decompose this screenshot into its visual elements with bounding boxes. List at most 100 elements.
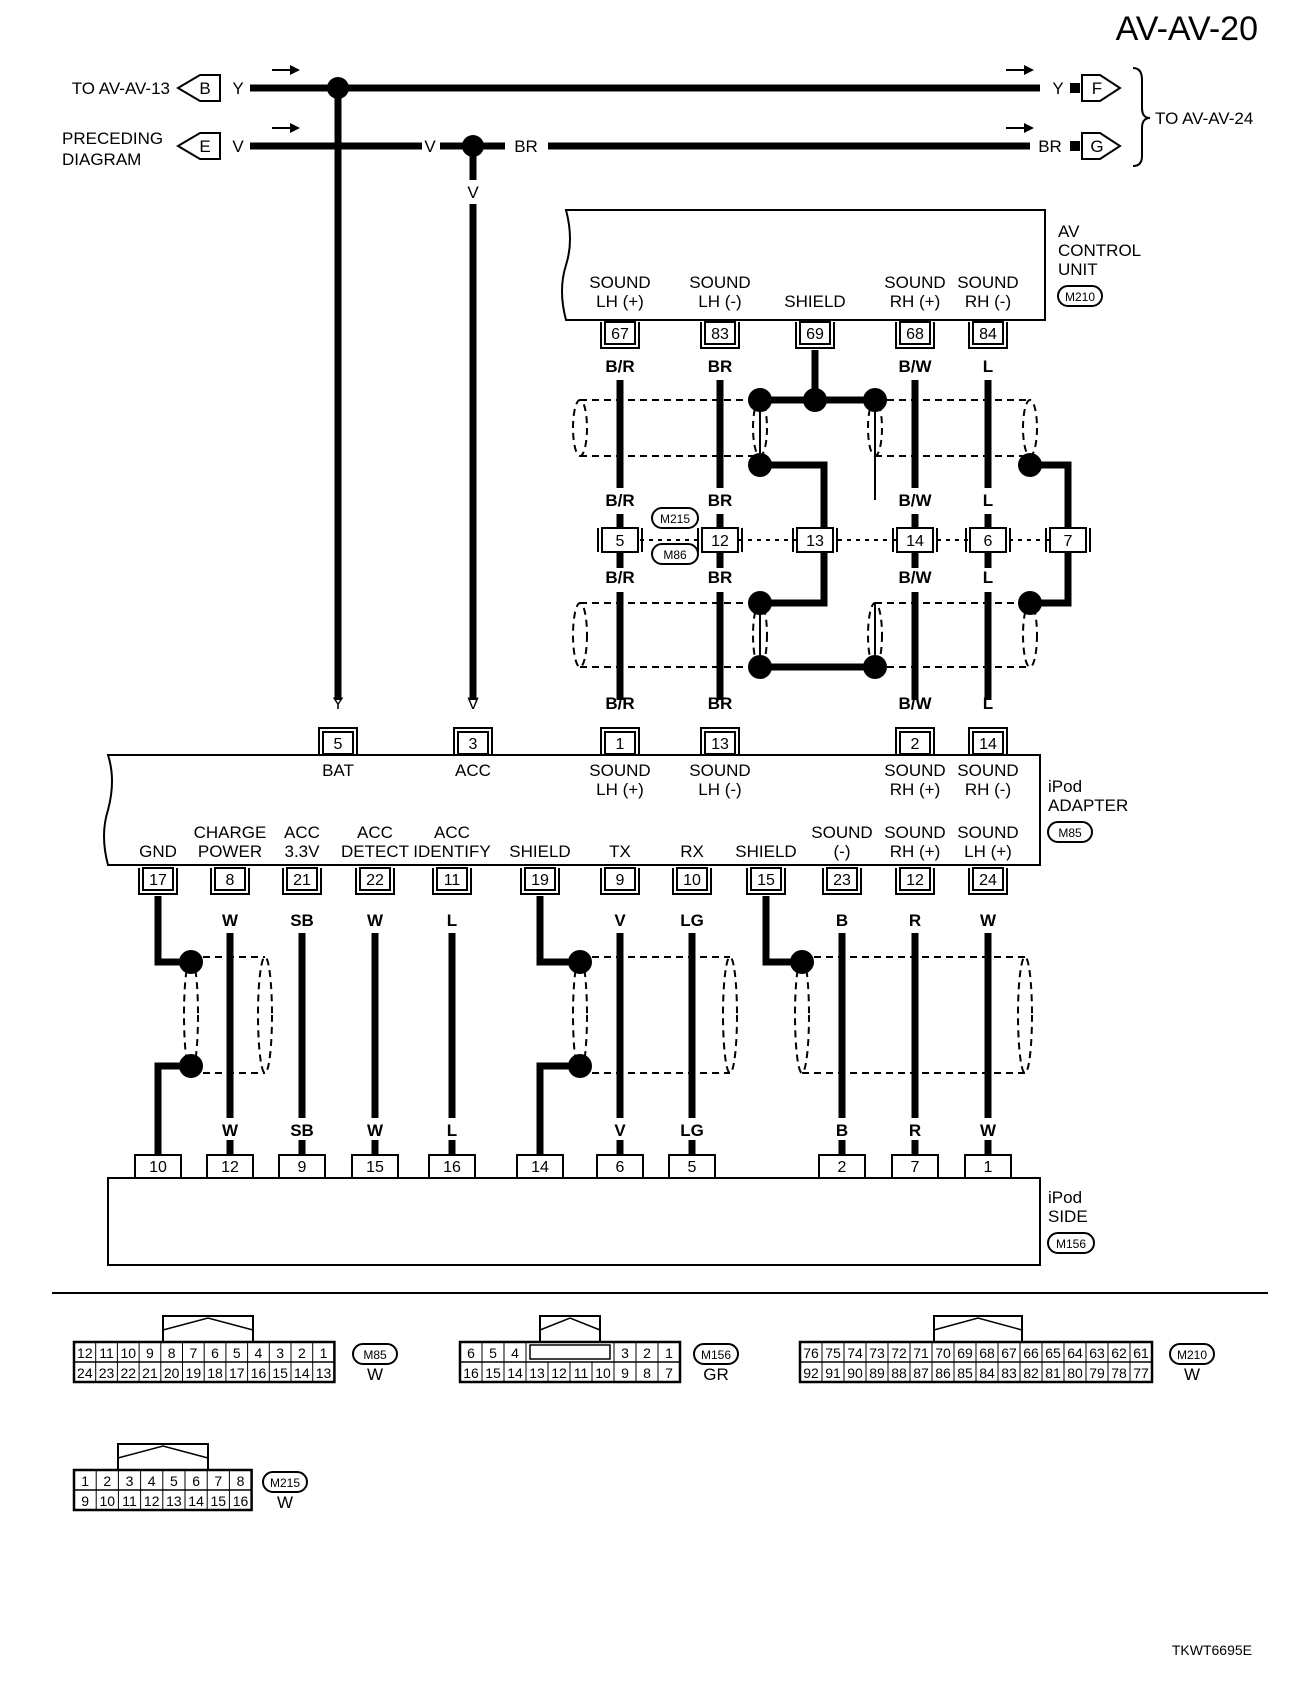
ipod-side-pin-number: 6 — [616, 1159, 625, 1176]
face-tab-mark — [933, 1317, 1023, 1331]
face-cell: 10 — [100, 1493, 116, 1509]
shield-drain-lower — [536, 1062, 580, 1155]
face-cell: 1 — [81, 1473, 89, 1489]
adapter-bottom-pin-box — [899, 867, 931, 891]
av-pin-label-1: SOUND — [884, 273, 945, 292]
adapter-bottom-wire: SB — [290, 911, 314, 930]
adapter-top-label-1: ACC — [455, 761, 491, 780]
shield-drain-wires — [759, 353, 1072, 671]
face-cell: 71 — [913, 1345, 929, 1361]
face-cell: 13 — [316, 1365, 332, 1381]
face-cell: 22 — [120, 1365, 136, 1381]
adapter-bottom-pin-number: 19 — [531, 872, 549, 889]
adapter-bottom-label-2: (-) — [834, 842, 851, 861]
adapter-bottom-pin-bracket — [432, 868, 472, 895]
av-pin-label-1: SOUND — [689, 273, 750, 292]
face-cell: 65 — [1045, 1345, 1061, 1361]
face-cell: 66 — [1023, 1345, 1039, 1361]
adapter-top-pin-bracket — [968, 727, 1008, 754]
adapter-top-wire: B/R — [605, 694, 634, 713]
adapter-top-label-1: SOUND — [689, 761, 750, 780]
footer-code: TKWT6695E — [1172, 1642, 1252, 1658]
adapter-bottom-pin-box — [524, 867, 556, 891]
face-key — [529, 1344, 611, 1360]
adapter-top-pin-box — [322, 731, 354, 755]
face-cell: 20 — [164, 1365, 180, 1381]
face-cell: 79 — [1089, 1365, 1105, 1381]
junction-pin-number: 14 — [906, 533, 924, 550]
adapter-bottom-label-2: LH (+) — [964, 842, 1012, 861]
ipod-adapter-name-2: ADAPTER — [1048, 796, 1128, 815]
face-cell: 1 — [320, 1345, 328, 1361]
face-cell: 14 — [507, 1365, 523, 1381]
page-id: AV-AV-20 — [1116, 10, 1258, 48]
shield-cable-upper — [572, 399, 1038, 457]
face-cell: 16 — [251, 1365, 267, 1381]
adapter-bottom-wire: B — [836, 911, 848, 930]
ipod-side-pin-number: 12 — [221, 1159, 239, 1176]
adapter-bottom-pin-bracket — [520, 868, 560, 895]
face-cell: 84 — [979, 1365, 995, 1381]
m156-badge-label: M156 — [1056, 1237, 1086, 1251]
av-pin-wire: B/R — [605, 357, 634, 376]
face-cell: 69 — [957, 1345, 973, 1361]
adapter-top-label-2: LH (-) — [698, 780, 741, 799]
av-pin-box — [972, 321, 1004, 345]
face-cell: 15 — [272, 1365, 288, 1381]
adapter-top-pin-box — [704, 731, 736, 755]
ipod-side-wire: W — [367, 1121, 384, 1140]
m215-badge-label: M215 — [660, 512, 690, 526]
av-pin-box — [604, 321, 636, 345]
av-pin-bracket — [795, 322, 835, 349]
face-badge — [693, 1343, 739, 1365]
adapter-bottom-wire: W — [980, 911, 997, 930]
face-cell: 74 — [847, 1345, 863, 1361]
ipod-side-pin-number: 7 — [911, 1159, 920, 1176]
face-cell: 16 — [233, 1493, 249, 1509]
face-cell: 89 — [869, 1365, 885, 1381]
face-cell: 14 — [294, 1365, 310, 1381]
av-pin-label-1: SOUND — [957, 273, 1018, 292]
ipod-side-wire: W — [980, 1121, 997, 1140]
junction-wire-below: BR — [708, 568, 733, 587]
connector-g-flag — [1081, 132, 1122, 160]
to-av-av-24-label: TO AV-AV-24 — [1155, 109, 1253, 128]
face-color-label: W — [367, 1365, 383, 1384]
ipod-side-box — [107, 1177, 1041, 1266]
arrow-icon — [272, 123, 1034, 133]
m86-badge — [651, 543, 699, 565]
face-cell: 3 — [621, 1345, 629, 1361]
connector-e-flag — [176, 132, 221, 160]
m86-badge-label: M86 — [663, 548, 687, 562]
adapter-bottom-pin-bracket — [600, 868, 640, 895]
face-cell: 80 — [1067, 1365, 1083, 1381]
face-cell: 7 — [665, 1365, 673, 1381]
av-pin-label-2: RH (+) — [890, 292, 941, 311]
connector-f-flag — [1081, 74, 1122, 102]
adapter-top-wire: L — [983, 694, 993, 713]
adapter-bottom-pin-number: 22 — [366, 872, 384, 889]
av-control-unit-name-3: UNIT — [1058, 260, 1098, 279]
adapter-bottom-pin-bracket — [210, 868, 250, 895]
face-cell: 9 — [146, 1345, 154, 1361]
shield-splices — [748, 388, 1042, 679]
adapter-bottom-label-2: RX — [680, 842, 704, 861]
adapter-bottom-pin-number: 12 — [906, 872, 924, 889]
face-cell: 3 — [276, 1345, 284, 1361]
adapter-top-pin-number: 5 — [334, 736, 343, 753]
face-tab — [933, 1315, 1023, 1343]
junction-pin-bracket — [965, 528, 1011, 552]
adapter-top-pin-bracket — [700, 727, 740, 754]
face-cell: 5 — [170, 1473, 178, 1489]
adapter-bottom-label-1: SOUND — [884, 823, 945, 842]
face-cell: 10 — [595, 1365, 611, 1381]
face-cell: 72 — [891, 1345, 907, 1361]
face-cell: 6 — [211, 1345, 219, 1361]
wire-bat-label: Y — [332, 694, 343, 713]
face-cell: 82 — [1023, 1365, 1039, 1381]
face-cell: 61 — [1133, 1345, 1149, 1361]
face-cell: 5 — [233, 1345, 241, 1361]
